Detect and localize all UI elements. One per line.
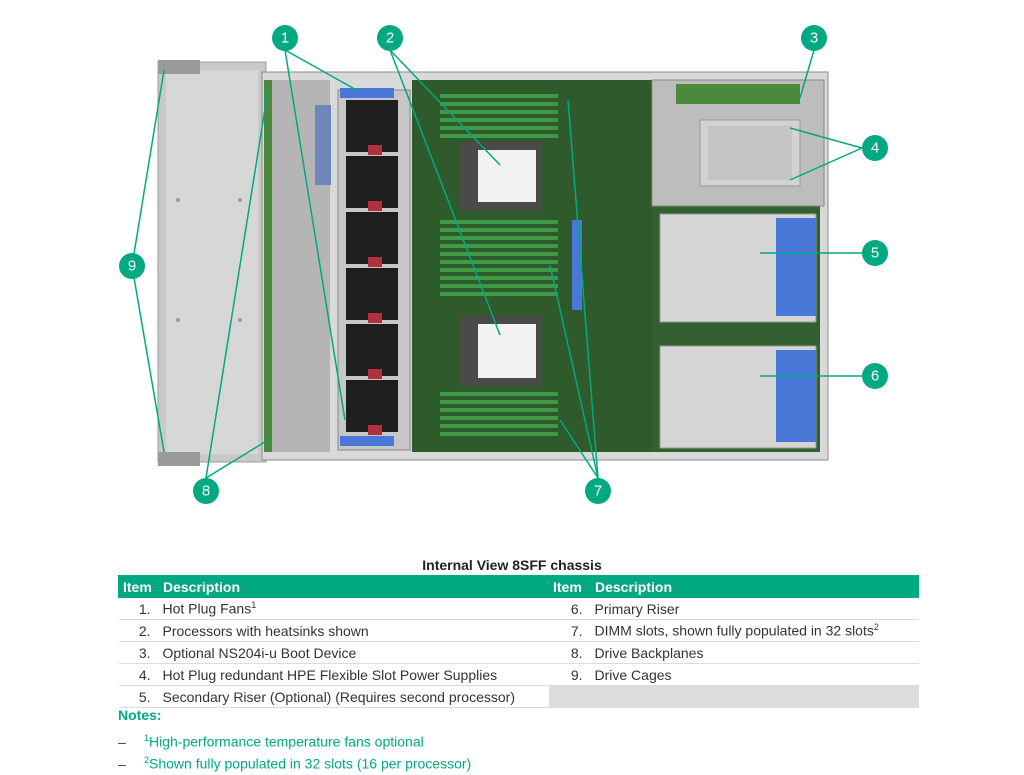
column-header-item: Item <box>118 575 159 598</box>
note-item: –1High-performance temperature fans opti… <box>118 733 424 750</box>
svg-text:7: 7 <box>594 483 602 500</box>
callout-3: 3 <box>801 25 827 51</box>
notes-section: Notes: –1High-performance temperature fa… <box>118 707 471 772</box>
diagram-caption: Internal View 8SFF chassis <box>422 557 602 573</box>
table-header-row: Item Description Item Description <box>118 575 919 598</box>
item-description: Hot Plug Fans1 <box>158 597 549 620</box>
callout-7: 7 <box>585 478 611 504</box>
column-header-description: Description <box>158 575 549 598</box>
boot-device <box>315 105 331 185</box>
item-number: 6. <box>548 597 591 620</box>
column-header-item: Item <box>548 575 591 598</box>
item-description: DIMM slots, shown fully populated in 32 … <box>590 619 919 642</box>
item-number: 1. <box>118 597 159 620</box>
svg-text:8: 8 <box>202 483 210 500</box>
drive-backplane <box>264 80 272 452</box>
item-number: 9. <box>548 663 591 686</box>
svg-text:6: 6 <box>871 368 879 385</box>
item-description: Drive Backplanes <box>590 641 919 664</box>
item-number: 4. <box>118 663 159 686</box>
callout-2: 2 <box>377 25 403 51</box>
item-number: 8. <box>548 641 591 664</box>
column-header-description: Description <box>590 575 919 598</box>
power-supplies <box>651 79 825 207</box>
callout-6: 6 <box>862 363 888 389</box>
callout-9: 9 <box>119 253 145 279</box>
svg-text:1: 1 <box>281 30 289 47</box>
item-description: Secondary Riser (Optional) (Requires sec… <box>158 685 549 708</box>
svg-text:2: 2 <box>386 30 394 47</box>
item-description: Hot Plug redundant HPE Flexible Slot Pow… <box>158 663 549 686</box>
item-number: 2. <box>118 619 159 642</box>
item-description: Optional NS204i-u Boot Device <box>158 641 549 664</box>
table-row: 2. Processors with heatsinks shown 7. DI… <box>118 619 919 642</box>
table-row: 5. Secondary Riser (Optional) (Requires … <box>118 685 919 708</box>
notes-title: Notes: <box>118 707 162 723</box>
processor-heatsink <box>460 142 542 386</box>
dimm-slots <box>440 94 558 436</box>
table-row: 1. Hot Plug Fans1 6. Primary Riser <box>118 597 919 620</box>
item-number: 5. <box>118 685 159 708</box>
item-description: Drive Cages <box>590 663 919 686</box>
primary-riser <box>659 345 817 449</box>
item-description: Processors with heatsinks shown <box>158 619 549 642</box>
drive-cage <box>157 60 267 466</box>
item-description: Primary Riser <box>590 597 919 620</box>
fan-cage <box>337 88 411 451</box>
table-row: 4. Hot Plug redundant HPE Flexible Slot … <box>118 663 919 686</box>
secondary-riser <box>659 213 817 323</box>
callout-leaders <box>131 49 863 479</box>
server-internal-view-diagram: 1 2 3 4 5 6 7 8 9 <box>119 25 888 504</box>
empty-cell <box>548 685 919 708</box>
table-row: 3. Optional NS204i-u Boot Device 8. Driv… <box>118 641 919 664</box>
callout-5: 5 <box>862 240 888 266</box>
svg-text:4: 4 <box>871 140 879 157</box>
svg-text:3: 3 <box>810 30 818 47</box>
item-number: 7. <box>548 619 591 642</box>
svg-text:9: 9 <box>128 258 136 275</box>
callout-4: 4 <box>862 135 888 161</box>
item-description-table: Item Description Item Description 1. Hot… <box>118 575 919 708</box>
svg-text:5: 5 <box>871 245 879 262</box>
callout-8: 8 <box>193 478 219 504</box>
callout-1: 1 <box>272 25 298 51</box>
item-number: 3. <box>118 641 159 664</box>
